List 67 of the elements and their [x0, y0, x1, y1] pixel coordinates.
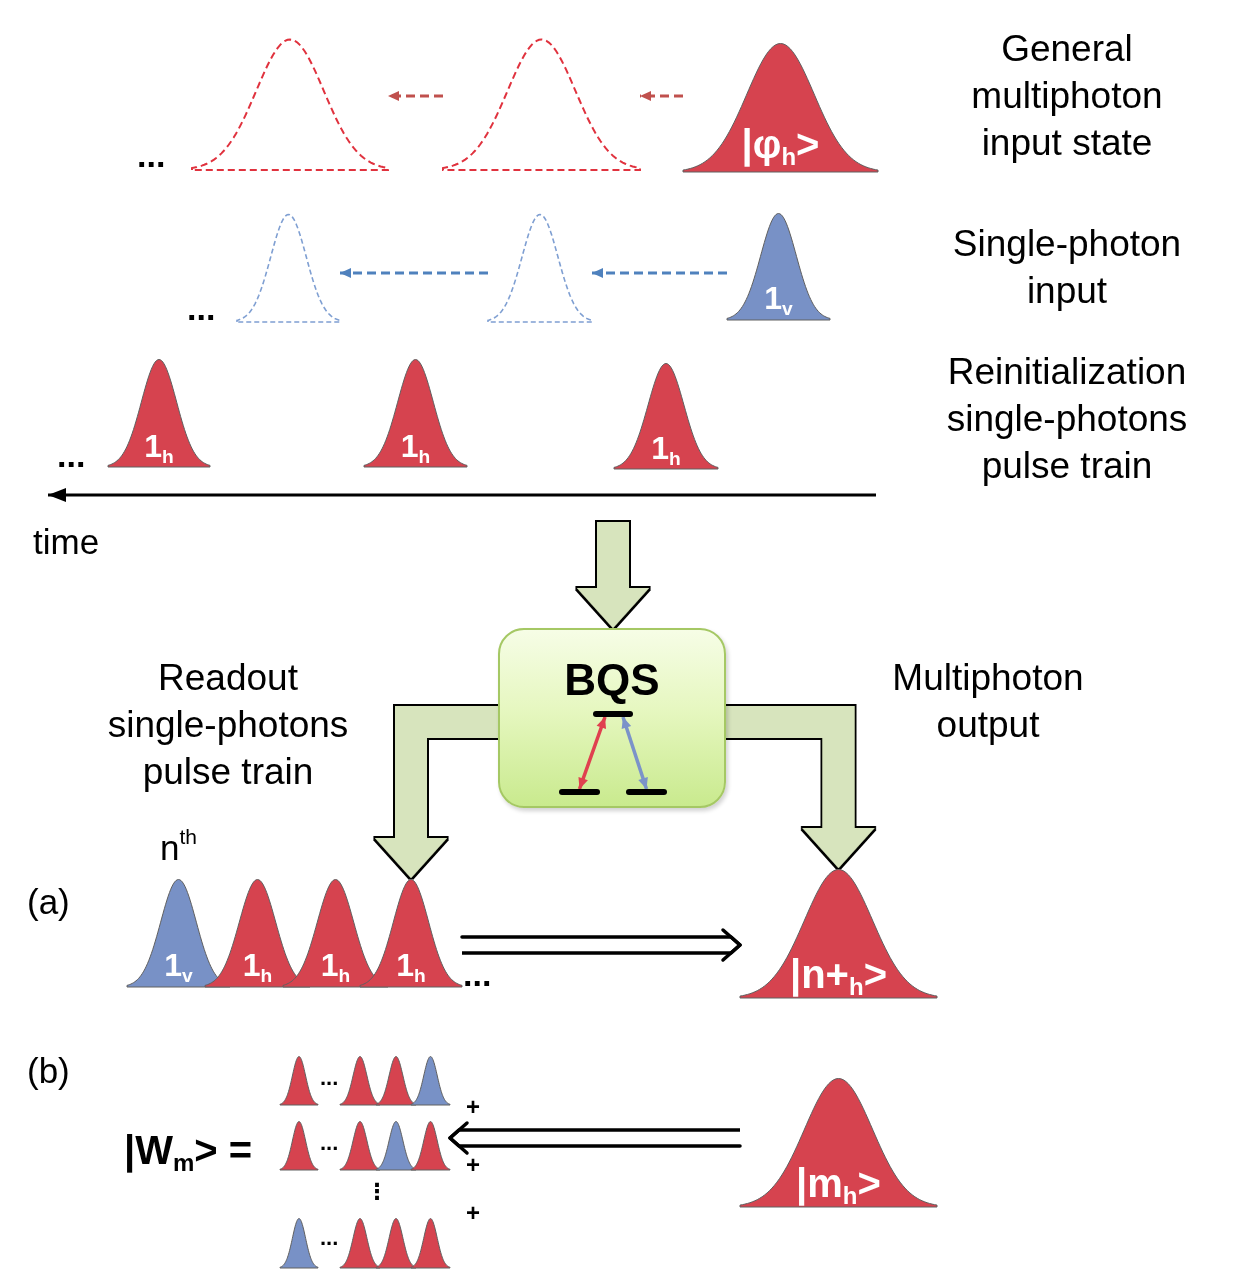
- box-title: BQS: [564, 658, 660, 702]
- vertical-ellipsis: ⋮: [366, 1181, 388, 1203]
- ellipsis: ...: [137, 143, 166, 169]
- dashed-arrow: [388, 91, 443, 101]
- panel-label: (a): [27, 884, 70, 919]
- pulse-label: 1$_{h}$: [396, 949, 426, 981]
- energy-level-bar: [593, 711, 633, 717]
- ellipsis: ...: [320, 1070, 339, 1087]
- photon-pulse: [740, 868, 937, 998]
- photon-pulse: [340, 1120, 380, 1170]
- dashed-pulse-outline: [237, 213, 340, 322]
- photon-pulse: [280, 1055, 318, 1105]
- photon-pulse: [683, 42, 878, 172]
- pulse-label: 1$_{h}$: [144, 430, 174, 462]
- dashed-arrow: [640, 91, 683, 101]
- photon-pulse: [411, 1120, 450, 1170]
- block-arrow: [577, 522, 649, 628]
- photon-pulse: [740, 1077, 937, 1207]
- dashed-arrow: [592, 268, 727, 278]
- photon-pulse: [340, 1217, 380, 1268]
- axis-label: time: [33, 524, 100, 559]
- photon-pulse: [280, 1217, 318, 1268]
- photon-pulse: [376, 1055, 416, 1105]
- ellipsis: ...: [187, 296, 216, 322]
- panel-label: (b): [27, 1053, 70, 1088]
- ellipsis: ...: [320, 1230, 339, 1247]
- ellipsis: ...: [57, 443, 86, 469]
- photon-pulse: [411, 1055, 450, 1105]
- photon-pulse: [411, 1217, 450, 1268]
- double-line-arrow: [460, 928, 742, 962]
- photon-pulse: [376, 1120, 416, 1170]
- row-label: Single-photon input: [951, 222, 1183, 313]
- system-box: [498, 628, 726, 808]
- plus-sign: +: [466, 1153, 480, 1177]
- block-arrow: [375, 706, 498, 878]
- dashed-pulse-outline: [443, 38, 640, 170]
- pulse-label: 1$_{h}$: [651, 432, 681, 464]
- double-line-arrow: [448, 1121, 742, 1155]
- photon-pulse: [727, 212, 830, 320]
- photon-pulse: [340, 1055, 380, 1105]
- output-label: Multiphoton output: [891, 656, 1085, 747]
- dashed-pulse-outline: [488, 213, 592, 322]
- row-label: General multiphoton input state: [970, 27, 1164, 165]
- pulse-label: 1$_{h}$: [242, 949, 273, 981]
- dashed-arrow: [340, 268, 488, 278]
- pulse-label: 1$_{h}$: [320, 949, 351, 981]
- dashed-pulse-outline: [192, 38, 388, 170]
- double-headed-arrow: [577, 716, 607, 790]
- pulse-caption: n$^{th}$: [160, 830, 197, 865]
- ellipsis: ...: [320, 1135, 339, 1152]
- photon-pulse: [376, 1217, 416, 1268]
- photon-pulse: [360, 878, 462, 987]
- ellipsis: ...: [463, 962, 492, 988]
- photon-pulse: [614, 362, 718, 469]
- energy-level-bar: [626, 789, 667, 795]
- plus-sign: +: [466, 1201, 480, 1225]
- output-label: Readout single-photons pulse train: [106, 656, 350, 794]
- plus-sign: +: [466, 1095, 480, 1119]
- pulse-label: 1$_{v}$: [764, 282, 793, 314]
- row-label: Reinitialization single-photons pulse train: [945, 350, 1189, 488]
- double-headed-arrow: [621, 716, 649, 790]
- photon-pulse: [364, 358, 467, 467]
- photon-pulse: [108, 358, 210, 467]
- pulse-label: 1$_{h}$: [400, 430, 431, 462]
- photon-pulse: [280, 1120, 318, 1170]
- energy-level-bar: [559, 789, 600, 795]
- pulse-label: 1$_{v}$: [164, 949, 193, 981]
